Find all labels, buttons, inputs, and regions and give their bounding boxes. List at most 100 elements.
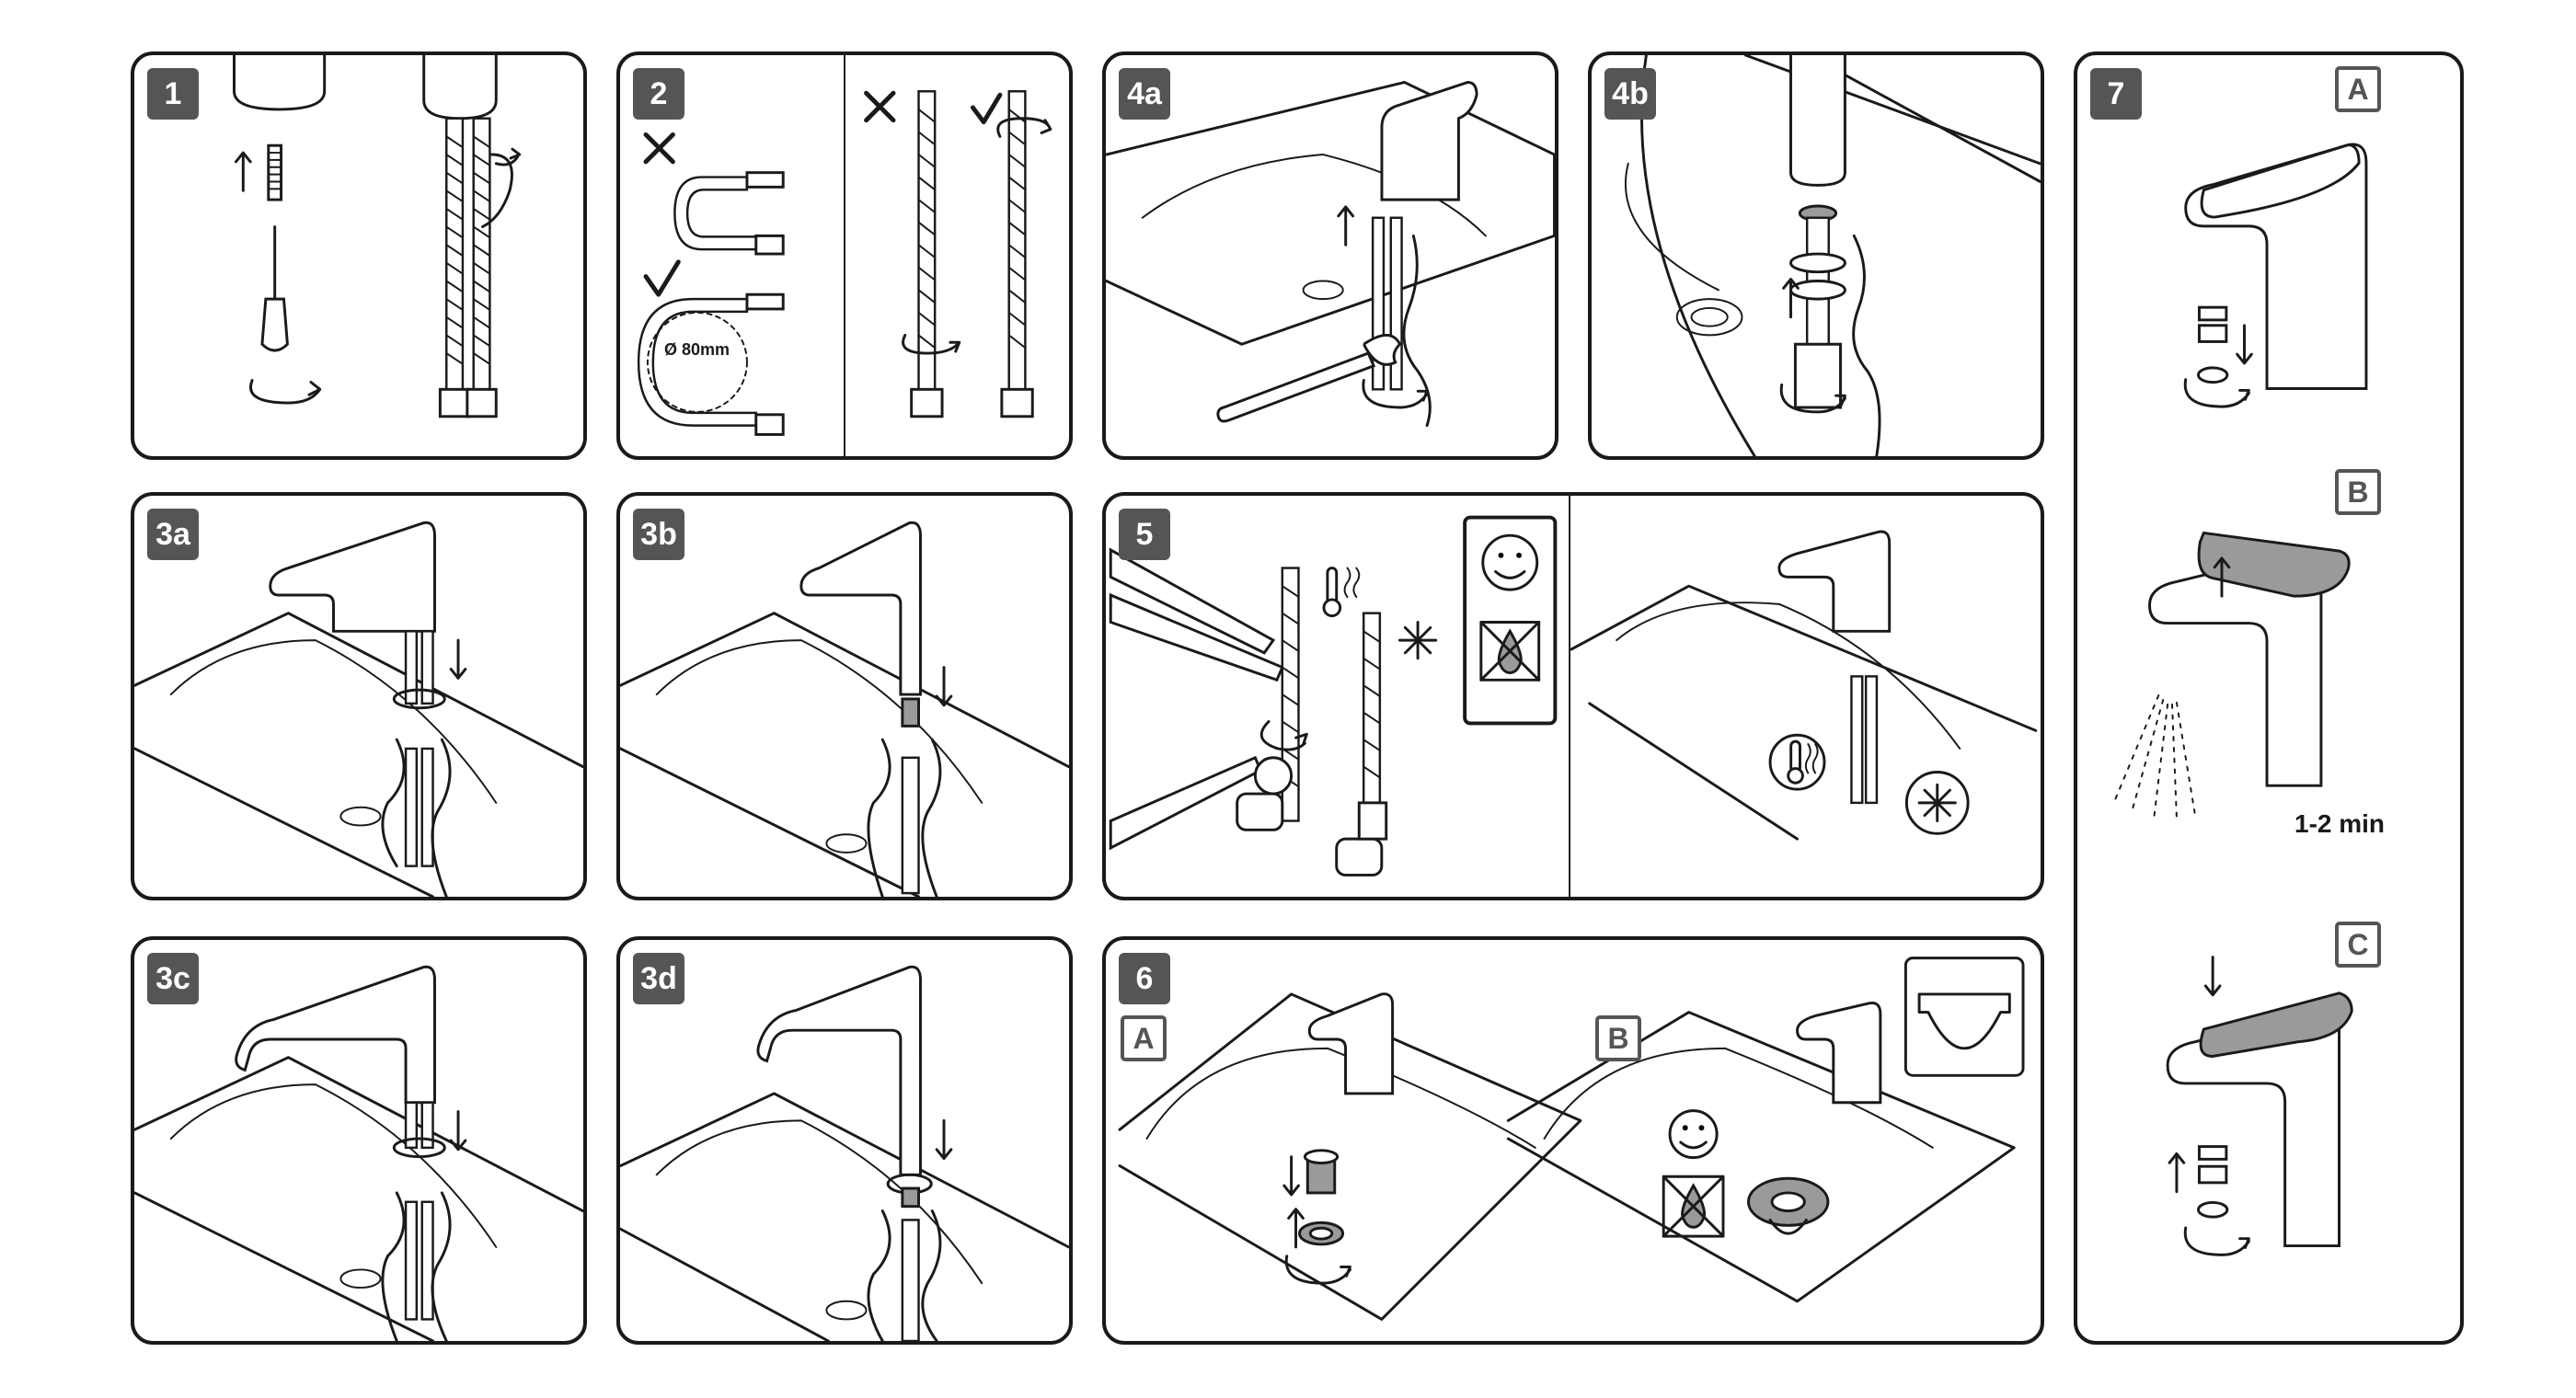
faucet-icon [1777, 530, 1892, 633]
step-5-badge: 5 [1119, 509, 1170, 560]
step-1-panel: 1 [131, 52, 587, 460]
rotate-arrow-icon [1779, 383, 1846, 414]
tall-faucet-icon [799, 521, 922, 696]
tight-bend-hose [673, 176, 757, 251]
smiley-icon [1481, 533, 1539, 591]
step-6-panel: 6 A B [1102, 936, 2044, 1345]
arrow-down-icon [935, 666, 953, 707]
step-2-illustration [637, 55, 1052, 456]
rotate-arrow-icon [2183, 378, 2250, 408]
arrow-down-icon [449, 638, 467, 680]
step-3d-badge: 3d [633, 953, 684, 1004]
step-6-illustration [1118, 957, 2025, 1321]
angle-valve-hot [1236, 792, 1284, 831]
step-7-sub-c: C [2335, 922, 2381, 968]
arrow-up-icon [2213, 556, 2231, 598]
hoses-icon [438, 117, 498, 418]
step-6-sub-a: A [1121, 1015, 1167, 1061]
rotate-arrow-icon [902, 333, 961, 355]
step-6-badge: 6 [1119, 953, 1170, 1004]
tall-faucet-icon [756, 965, 922, 1176]
step-3c-panel: 3c [131, 936, 587, 1345]
thermometer-icon [1768, 733, 1826, 791]
step-5-illustration [1109, 496, 2038, 897]
arrow-down-icon [1282, 1155, 1300, 1197]
step-3b-illustration [620, 521, 1069, 897]
no-drops-icon [1479, 621, 1541, 682]
arrow-down-icon [935, 1118, 953, 1161]
rotate-arrow-icon [1259, 720, 1308, 751]
step-4a-badge: 4a [1119, 68, 1170, 120]
faucet-icon [1307, 992, 1395, 1095]
basin-outline [1106, 80, 1555, 346]
step-1-illustration [233, 55, 522, 418]
arrow-down-icon [2203, 956, 2222, 997]
arrow-up-icon [2168, 1152, 2186, 1194]
flush-time-label: 1-2 min [2294, 809, 2386, 838]
check-icon [643, 259, 681, 297]
rotate-arrow-icon [2183, 1226, 2250, 1256]
step-7-sub-a: A [2335, 66, 2381, 112]
smiley-icon [1668, 1109, 1719, 1160]
arrow-down-icon [449, 1110, 467, 1152]
pliers-icon [1109, 547, 1276, 655]
step-7-panel: 7 A B C 1-2 min [2074, 52, 2464, 1345]
arrow-up-icon [1782, 278, 1800, 319]
hand-icon [481, 153, 513, 229]
rotate-arrow-icon [1284, 1255, 1351, 1285]
lever-closed-icon [2199, 991, 2353, 1058]
icon-box [1463, 515, 1558, 726]
lever-raised-icon [2197, 531, 2351, 598]
bend-diameter-label: Ø 80mm [664, 340, 730, 359]
basin-cross-section-icon [1903, 957, 2025, 1077]
step-4a-panel: 4a [1102, 52, 1558, 460]
arrow-down-icon [2236, 324, 2253, 365]
wide-bend-hose [637, 297, 757, 427]
step-7-sub-b: B [2335, 469, 2381, 515]
step-6-sub-b: B [1595, 1015, 1641, 1061]
check-icon [970, 92, 1003, 125]
faucet-icon [269, 521, 436, 633]
threaded-stud-icon [267, 143, 283, 201]
thermometer-icon [1322, 567, 1361, 618]
step-5-panel: 5 [1102, 492, 2044, 900]
step-3b-panel: 3b [616, 492, 1073, 900]
step-3d-illustration [620, 965, 1069, 1341]
angle-valve-cold [1335, 837, 1384, 877]
step-3b-badge: 3b [633, 509, 684, 560]
twisted-hose [917, 90, 937, 391]
step-7-badge: 7 [2090, 68, 2142, 120]
no-drops-icon [1662, 1175, 1725, 1238]
step-4b-badge: 4b [1604, 68, 1656, 120]
step-3a-badge: 3a [147, 509, 199, 560]
straight-hose [1007, 90, 1027, 391]
step-3c-illustration [134, 965, 583, 1341]
drain-plug-icon [1747, 1176, 1830, 1235]
step-3c-badge: 3c [147, 953, 199, 1004]
step-4a-illustration [1106, 80, 1555, 428]
screwdriver-icon [260, 225, 289, 352]
faucet-icon [1380, 80, 1478, 201]
arrow-up-icon [234, 151, 252, 192]
arrow-up-icon [1287, 1208, 1305, 1249]
snowflake-icon [1904, 771, 1970, 835]
step-2-badge: 2 [633, 68, 684, 120]
step-2-panel: 2 Ø 80mm [616, 52, 1073, 460]
step-3a-panel: 3a [131, 492, 587, 900]
rotate-arrow-icon [249, 379, 322, 405]
cross-icon [643, 132, 675, 165]
step-1-badge: 1 [147, 68, 199, 120]
mounting-nut-icon [1793, 342, 1842, 409]
step-4b-illustration [1624, 55, 2041, 456]
step-4b-panel: 4b [1588, 52, 2044, 460]
cross-icon [864, 90, 896, 123]
faucet-icon [235, 965, 436, 1105]
faucet-body-icon [1789, 55, 1846, 187]
wrench-icon [1216, 351, 1376, 423]
faucet-icon [1796, 1002, 1882, 1105]
arrow-up-icon [1337, 205, 1355, 246]
water-spray-icon [2112, 694, 2196, 819]
step-3d-panel: 3d [616, 936, 1073, 1345]
snowflake-icon [1397, 621, 1438, 660]
rotate-arrow-icon [996, 117, 1052, 138]
